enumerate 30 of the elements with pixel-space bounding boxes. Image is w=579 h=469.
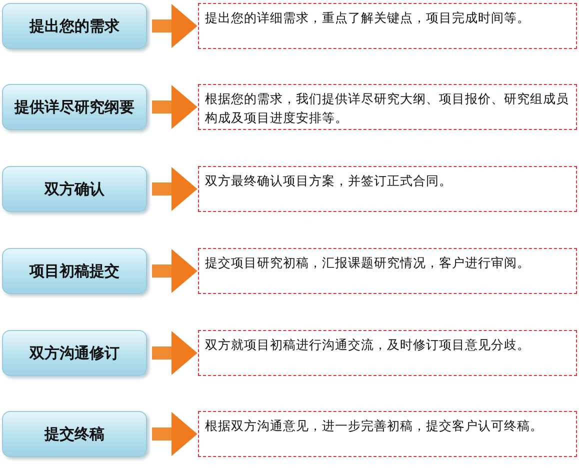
description-box	[198, 84, 577, 130]
description-box	[198, 3, 577, 49]
block-arrow	[152, 4, 198, 48]
description-box	[198, 330, 577, 376]
block-arrow	[152, 248, 198, 294]
description-text: 根据您的需求，我们提供详尽研究大纲、项目报价、研究组成员构成及项目进度安排等。	[205, 90, 570, 127]
description-text: 根据双方沟通意见，进一步完善初稿，提交客户认可终稿。	[205, 417, 544, 435]
step-box	[2, 411, 147, 457]
block-arrow	[152, 166, 198, 212]
step-title: 项目初稿提交	[30, 262, 120, 280]
description-text: 提交项目研究初稿，汇报课题研究情况，客户进行审阅。	[205, 254, 531, 272]
description-text: 提出您的详细需求，重点了解关键点，项目完成时间等。	[205, 9, 531, 27]
step-title: 双方确认	[44, 180, 104, 198]
block-arrow	[152, 412, 198, 456]
block-arrow	[152, 84, 198, 130]
step-title: 提交终稿	[44, 424, 104, 444]
step-box	[2, 248, 147, 294]
description-text: 双方最终确认项目方案，并签订正式合同。	[205, 172, 453, 190]
step-title: 提供详尽研究纲要	[14, 98, 134, 116]
description-box	[198, 166, 577, 212]
step-title: 提出您的需求	[30, 16, 120, 36]
description-text: 双方就项目初稿进行沟通交流，及时修订项目意见分歧。	[205, 336, 531, 354]
step-box	[2, 330, 147, 376]
step-box	[2, 84, 147, 130]
step-box	[2, 3, 147, 49]
block-arrow	[152, 330, 198, 376]
step-title: 双方沟通修订	[30, 344, 120, 362]
description-box	[198, 411, 577, 457]
step-box	[2, 166, 147, 212]
description-box	[198, 248, 577, 294]
